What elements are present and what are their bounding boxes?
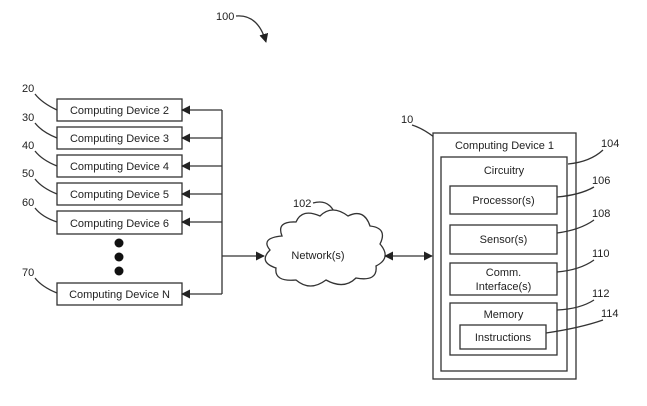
- memory-leader: [556, 299, 595, 311]
- sensor-label: Sensor(s): [480, 234, 528, 246]
- device-3: 30 Computing Device 3: [22, 112, 183, 150]
- comm-label-line2: Interface(s): [476, 281, 532, 293]
- sensor-leader: [556, 219, 595, 234]
- ellipsis-dot: [114, 238, 124, 248]
- processor-leader: [556, 186, 595, 198]
- device-1-ref: 10: [401, 114, 413, 126]
- sensor-box: [449, 224, 558, 255]
- circuitry-leader: [567, 149, 604, 165]
- device-1: 10 Computing Device 1 104 Circuitry 106 …: [401, 114, 619, 380]
- network-label: Network(s): [291, 250, 344, 262]
- memory-ref: 112: [592, 288, 610, 300]
- device-5-ref: 50: [22, 168, 34, 180]
- comm-label-line1: Comm.: [486, 267, 521, 279]
- comm-box: [449, 262, 558, 296]
- device-5-label: Computing Device 5: [70, 189, 169, 201]
- device-3-label: Computing Device 3: [70, 133, 169, 145]
- device-n-leader: [34, 277, 58, 294]
- sensor-ref: 108: [592, 208, 610, 220]
- network-ref: 102: [293, 198, 311, 210]
- device-4-leader: [34, 150, 58, 167]
- device-1-leader: [411, 124, 435, 138]
- device-4: 40 Computing Device 4: [22, 140, 183, 178]
- device-n-label: Computing Device N: [69, 289, 170, 301]
- device-6-label: Computing Device 6: [70, 218, 169, 230]
- device-2-leader: [34, 93, 58, 111]
- device-3-leader: [34, 122, 58, 139]
- device-2-ref: 20: [22, 83, 34, 95]
- network-cloud-shape: [264, 209, 386, 287]
- device-5-leader: [34, 178, 58, 195]
- ellipsis-dot: [114, 266, 124, 276]
- device-bus: [181, 105, 265, 299]
- circuitry-label: Circuitry: [484, 165, 525, 177]
- network-cloud: 102 Network(s): [264, 198, 386, 287]
- device-5: 50 Computing Device 5: [22, 168, 183, 206]
- processor-ref: 106: [592, 175, 610, 187]
- instructions-ref: 114: [601, 308, 619, 320]
- device-4-ref: 40: [22, 140, 34, 152]
- comm-leader: [556, 259, 595, 273]
- comm-ref: 110: [592, 248, 610, 260]
- figure-ref-label: 100: [216, 11, 234, 23]
- instructions-box: [459, 324, 547, 350]
- instructions-label: Instructions: [475, 332, 532, 344]
- device-n: 70 Computing Device N: [22, 267, 183, 306]
- memory-label: Memory: [484, 309, 524, 321]
- device-6: 60 Computing Device 6: [22, 197, 183, 235]
- device-n-ref: 70: [22, 267, 34, 279]
- device-4-label: Computing Device 4: [70, 161, 169, 173]
- device-1-label: Computing Device 1: [455, 140, 554, 152]
- device-6-leader: [34, 207, 58, 223]
- device-3-ref: 30: [22, 112, 34, 124]
- device-2: 20 Computing Device 2: [22, 83, 183, 122]
- device-6-ref: 60: [22, 197, 34, 209]
- ellipsis-dot: [114, 252, 124, 262]
- device-2-label: Computing Device 2: [70, 105, 169, 117]
- processor-box: [449, 185, 558, 215]
- instructions-leader: [545, 319, 604, 334]
- figure-ref-arrow: [235, 15, 269, 43]
- circuitry-ref: 104: [601, 138, 619, 150]
- processor-label: Processor(s): [472, 195, 534, 207]
